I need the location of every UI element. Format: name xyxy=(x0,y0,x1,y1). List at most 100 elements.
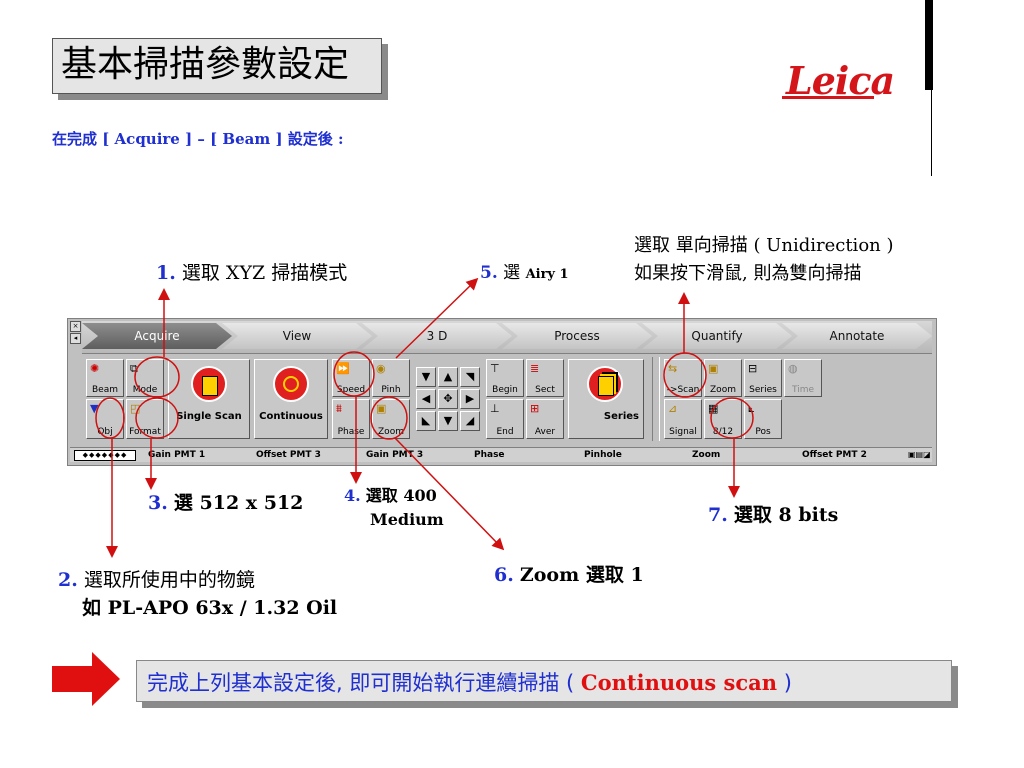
status-gain-pmt3: Gain PMT 3 xyxy=(366,450,424,460)
begin-icon: ⊤ xyxy=(490,362,500,375)
annotation-6: 6. Zoom 選取 1 xyxy=(494,564,644,586)
sections-icon: ≣ xyxy=(530,362,540,375)
pan-up-right-button[interactable]: ◥ xyxy=(460,367,480,387)
move-icon: ✥ xyxy=(443,392,453,405)
series2-button[interactable]: ⊟ Series xyxy=(744,359,782,397)
subtitle: 在完成 [ Acquire ] – [ Beam ] 設定後 : xyxy=(52,130,344,148)
continuous-button[interactable]: Continuous xyxy=(254,359,328,439)
arrow-diag2-icon: ◣ xyxy=(421,414,431,427)
panel-separator xyxy=(652,357,660,441)
annotation-unidirection: 選取 單向掃描 ( Unidirection ) 如果按下滑鼠, 則為雙向掃描 xyxy=(634,235,894,284)
tab-acquire[interactable]: Acquire xyxy=(82,323,232,349)
single-scan-button[interactable]: Single Scan xyxy=(168,359,250,439)
highlight-circle-bits xyxy=(710,397,754,439)
annotation-4: 4. 選取 400 Medium xyxy=(344,486,444,529)
page-title: 基本掃描參數設定 xyxy=(61,44,350,85)
annotation-5: 5. 選 Airy 1 xyxy=(480,263,569,283)
arrow-down-icon: ▼ xyxy=(421,370,431,383)
status-phase: Phase xyxy=(474,450,505,460)
banner-text: 完成上列基本設定後, 即可開始執行連續掃描 ( Continuous scan … xyxy=(147,670,792,695)
status-bar: ◆◆◆◆◆◆◆ Gain PMT 1 Offset PMT 3 Gain PMT… xyxy=(70,447,932,462)
begin-button[interactable]: ⊤ Begin xyxy=(486,359,524,397)
scan-direction-icon: ⇆ xyxy=(668,362,678,375)
pan-left-button[interactable]: ◀ xyxy=(416,389,436,409)
arrow-diag-icon: ◥ xyxy=(465,370,475,383)
aver-button[interactable]: ⊞ Aver xyxy=(526,399,564,439)
decor-bar-thin xyxy=(931,90,932,176)
red-arrow-icon xyxy=(52,652,120,706)
zoom2-icon: ▣ xyxy=(708,362,719,375)
highlight-circle-speed xyxy=(333,351,375,397)
annotation-3: 3. 選 512 x 512 xyxy=(148,492,304,514)
format-icon: ◰ xyxy=(130,402,141,415)
pan-down-left2-button[interactable]: ◣ xyxy=(416,411,436,431)
highlight-circle-scan xyxy=(663,352,707,398)
tab-view[interactable]: View xyxy=(222,323,372,349)
phase-icon: ⩩ xyxy=(336,402,342,415)
arrow-up-icon: ▲ xyxy=(443,370,453,383)
end-icon: ⊥ xyxy=(490,402,500,415)
scan-direction-button[interactable]: ⇆ ->Scan xyxy=(664,359,702,397)
status-icons: ▣▤◪ xyxy=(908,450,931,459)
leica-toolbar: × ◂ Acquire View 3 D Process Quantify An… xyxy=(67,318,937,466)
average-icon: ⊞ xyxy=(530,402,540,415)
beam-button[interactable]: ✺ Beam xyxy=(86,359,124,397)
logo-underline xyxy=(782,96,874,99)
objective-icon: ▼ xyxy=(90,402,99,415)
pan-center-button[interactable]: ✥ xyxy=(438,389,458,409)
mode-button[interactable]: ⧉ Mode xyxy=(126,359,164,397)
status-indicator: ◆◆◆◆◆◆◆ xyxy=(74,450,136,461)
arrow-down2-icon: ▼ xyxy=(443,414,453,427)
minimize-icon[interactable]: ◂ xyxy=(70,333,81,344)
annotation-1: 1. 選取 XYZ 掃描模式 xyxy=(156,262,348,284)
pan-down-left-button[interactable]: ▼ xyxy=(416,367,436,387)
annotation-7: 7. 選取 8 bits xyxy=(708,504,839,526)
decor-bar-thick xyxy=(925,0,933,90)
fast-forward-icon: ⏩ xyxy=(336,362,350,375)
speed-button[interactable]: ⏩ Speed xyxy=(332,359,370,397)
annotation-2: 2. 選取所使用中的物鏡 如 PL-APO 63x / 1.32 Oil xyxy=(58,569,338,619)
status-gain-pmt1: Gain PMT 1 xyxy=(148,450,206,460)
highlight-circle-mode xyxy=(134,356,180,398)
status-pinhole: Pinhole xyxy=(584,450,622,460)
time-button[interactable]: ◍ Time xyxy=(784,359,822,397)
series-button[interactable]: Series xyxy=(568,359,644,439)
tab-3d[interactable]: 3 D xyxy=(362,323,512,349)
tab-annotate[interactable]: Annotate xyxy=(782,323,932,349)
tab-quantify[interactable]: Quantify xyxy=(642,323,792,349)
pinhole-button[interactable]: ◉ Pinh xyxy=(372,359,410,397)
button-panel: ✺ Beam ⧉ Mode ▼ Obj ◰ Format Single Scan… xyxy=(82,357,932,441)
tab-process[interactable]: Process xyxy=(502,323,652,349)
zoom2-button[interactable]: ▣ Zoom xyxy=(704,359,742,397)
highlight-circle-zoom xyxy=(370,396,408,440)
summary-banner: 完成上列基本設定後, 即可開始執行連續掃描 ( Continuous scan … xyxy=(136,660,952,702)
sect-button[interactable]: ≣ Sect xyxy=(526,359,564,397)
beam-icon: ✺ xyxy=(90,362,100,375)
timer-icon: ◍ xyxy=(788,362,798,375)
status-zoom: Zoom xyxy=(692,450,721,460)
highlight-circle-format xyxy=(135,397,179,439)
tab-strip: Acquire View 3 D Process Quantify Annota… xyxy=(82,321,932,354)
highlight-circle-obj xyxy=(95,397,125,439)
pan-right-button[interactable]: ▶ xyxy=(460,389,480,409)
arrow-left-icon: ◀ xyxy=(421,392,431,405)
close-icon[interactable]: × xyxy=(70,321,81,332)
obj-button[interactable]: ▼ Obj xyxy=(86,399,124,439)
signal-button[interactable]: ⊿ Signal xyxy=(664,399,702,439)
arrow-diag3-icon: ◢ xyxy=(465,414,475,427)
pan-down-button[interactable]: ▼ xyxy=(438,411,458,431)
pan-up-button[interactable]: ▲ xyxy=(438,367,458,387)
end-button[interactable]: ⊥ End xyxy=(486,399,524,439)
zoom-icon: ▣ xyxy=(376,402,387,415)
mode-icon: ⧉ xyxy=(130,362,138,375)
series2-icon: ⊟ xyxy=(748,362,758,375)
continuous-scan-icon xyxy=(273,366,309,402)
status-offset-pmt3: Offset PMT 3 xyxy=(256,450,321,460)
signal-icon: ⊿ xyxy=(668,402,678,415)
pan-down-right-button[interactable]: ◢ xyxy=(460,411,480,431)
format-button[interactable]: ◰ Format xyxy=(126,399,164,439)
series-scan-icon xyxy=(587,366,623,402)
phase-button[interactable]: ⩩ Phase xyxy=(332,399,370,439)
title-box: 基本掃描參數設定 xyxy=(52,38,382,94)
